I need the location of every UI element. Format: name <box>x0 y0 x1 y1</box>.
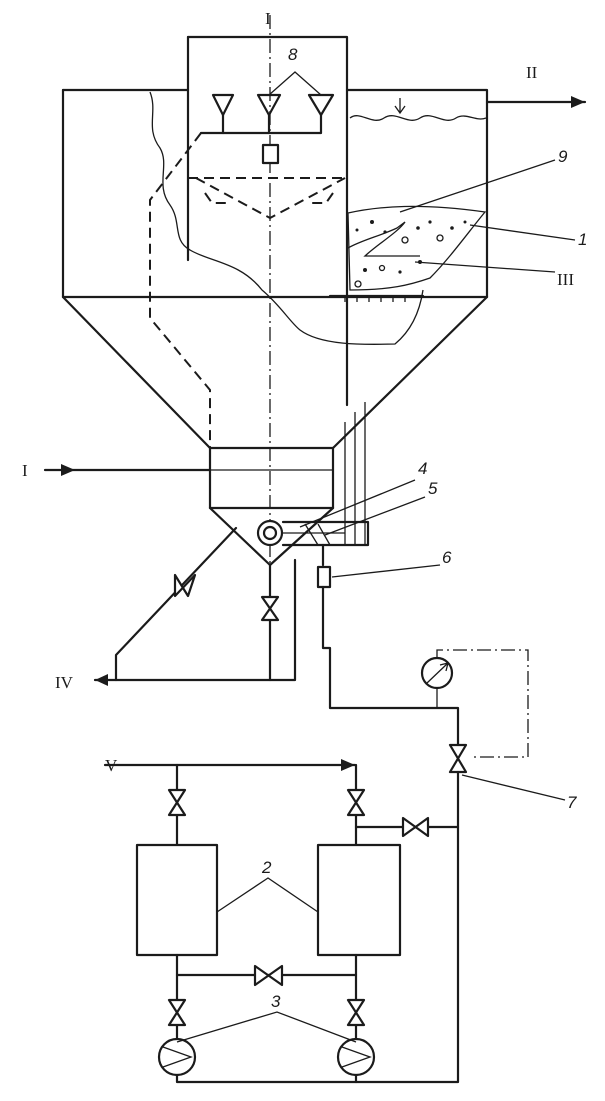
label-axis-I: I <box>265 9 271 28</box>
inlet-arrow <box>61 464 75 476</box>
nozzles-8 <box>199 71 335 165</box>
number-3: 3 <box>271 992 281 1011</box>
sensor-line <box>316 543 460 747</box>
leader-III <box>414 261 556 273</box>
number-7: 7 <box>567 793 577 812</box>
label-III: III <box>557 270 574 289</box>
valve-7 <box>448 743 468 774</box>
leader-9 <box>399 159 556 213</box>
leader-1 <box>469 224 576 241</box>
filter-system <box>103 759 460 1084</box>
number-5: 5 <box>428 479 438 498</box>
leader-4 <box>299 479 416 528</box>
water-surface <box>349 115 487 121</box>
number-2: 2 <box>261 858 272 877</box>
recirculation-pipe <box>149 132 211 470</box>
sludge-blanket <box>328 205 487 302</box>
label-V: V <box>105 756 118 775</box>
level-arrow <box>394 98 406 115</box>
leader-7 <box>461 774 566 801</box>
number-6: 6 <box>442 548 452 567</box>
tank-body <box>61 35 489 567</box>
distributor-hood <box>188 177 347 220</box>
number-4: 4 <box>418 459 427 478</box>
label-IV: IV <box>55 673 74 692</box>
controller <box>420 649 529 758</box>
cutaway-line <box>149 91 424 346</box>
drain-line <box>93 526 297 686</box>
outlet-arrow <box>571 96 585 108</box>
number-8: 8 <box>288 45 298 64</box>
number-1: 1 <box>578 230 587 249</box>
drive-assembly <box>256 519 370 547</box>
label-II: II <box>526 63 538 82</box>
leader-5 <box>324 496 426 536</box>
label-inlet-I: I <box>22 461 28 480</box>
number-9: 9 <box>558 147 568 166</box>
